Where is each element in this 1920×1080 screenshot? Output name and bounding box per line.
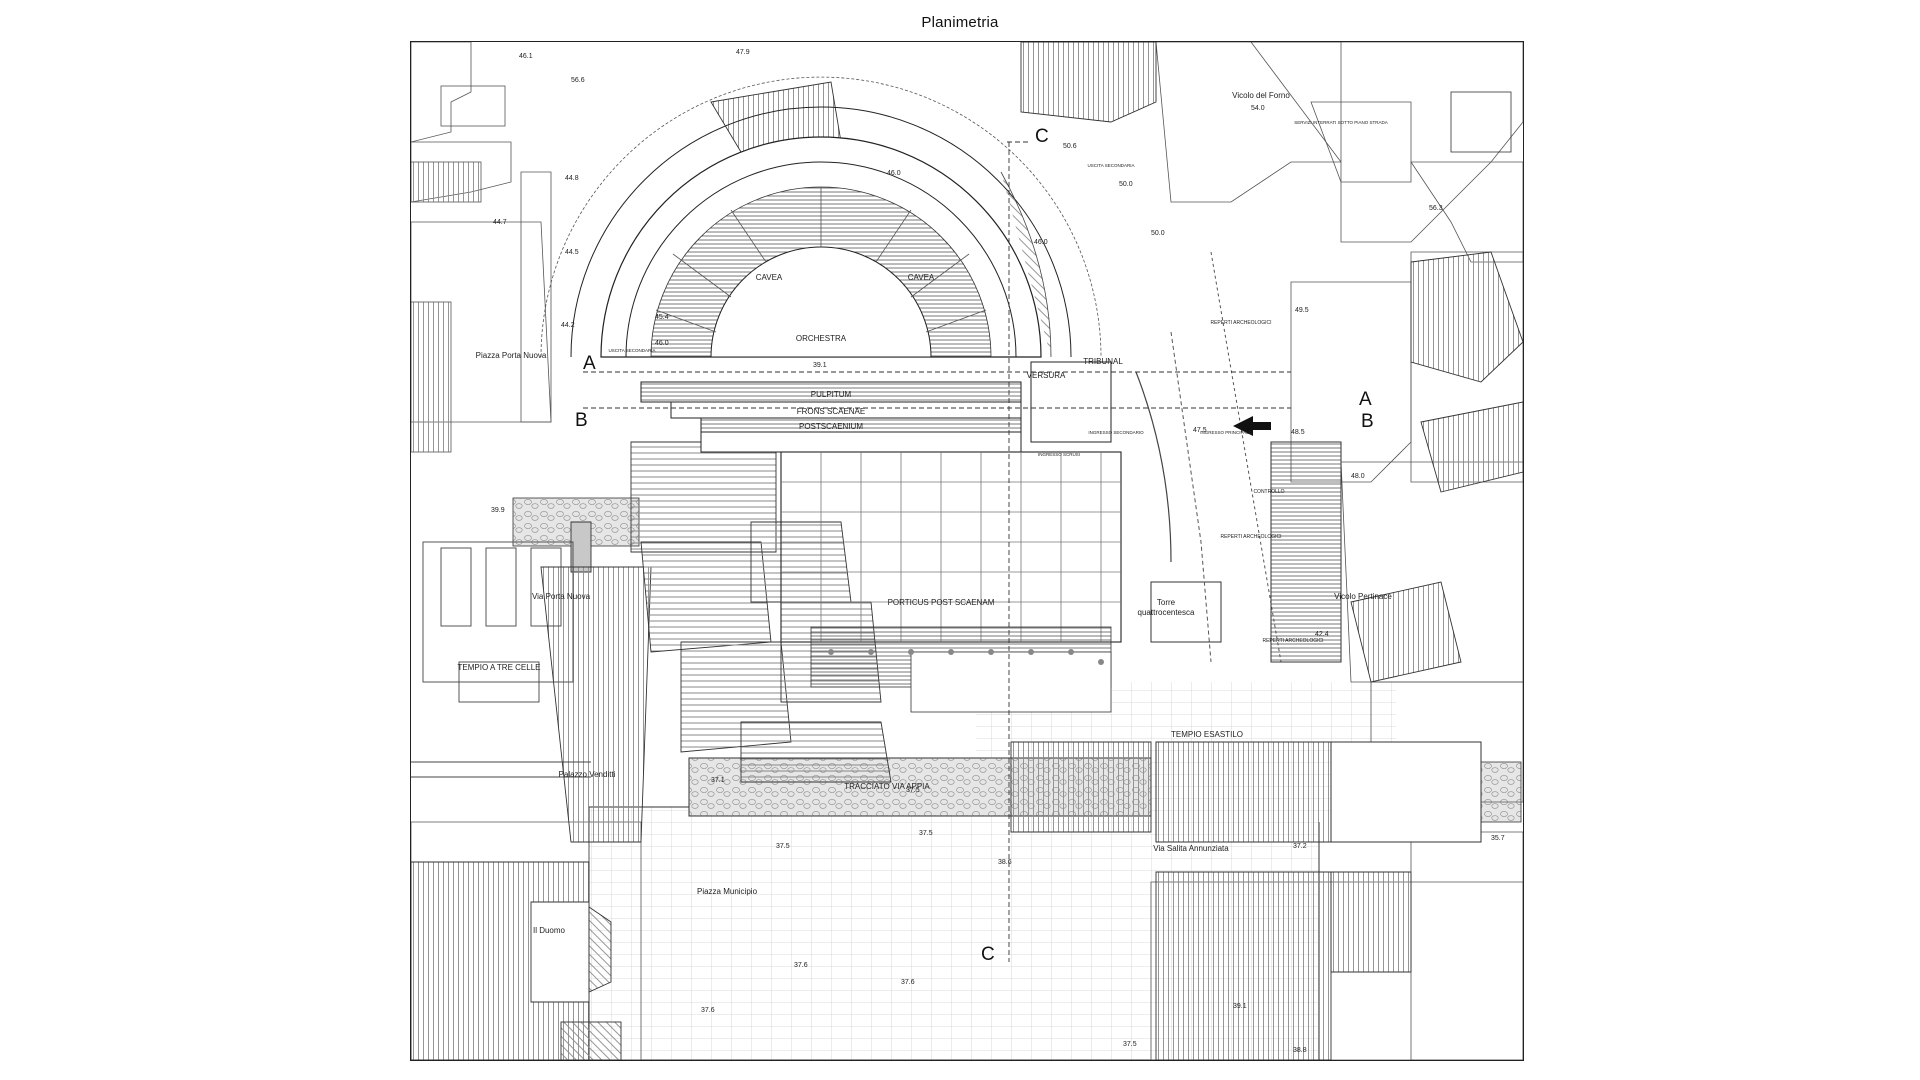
label-porticus: PORTICUS POST SCAENAM — [888, 598, 995, 607]
main-entrance-arrow — [1233, 416, 1271, 436]
label-cavea-left: CAVEA — [756, 273, 783, 282]
section-marker-b-right: B — [1361, 411, 1374, 432]
tempio-esastilo — [1135, 251, 1482, 843]
label-ingresso-principale: INGRESSO PRINCIPALE — [1200, 430, 1251, 435]
label-pulpitum: PULPITUM — [811, 390, 852, 399]
elevation: 44.7 — [493, 219, 507, 226]
elevation: 46.0 — [887, 170, 901, 177]
plan-title: Planimetria — [921, 14, 999, 31]
elevation: 35.7 — [1491, 835, 1505, 842]
label-torre-1: Torre — [1157, 598, 1176, 607]
elevation: 37.6 — [901, 979, 915, 986]
label-il-duomo: Il Duomo — [533, 926, 566, 935]
elevation: 56.6 — [571, 77, 585, 84]
elevation: 46.0 — [655, 340, 669, 347]
elevation: 37.5 — [919, 830, 933, 837]
section-markers: A A B B C C — [575, 126, 1374, 965]
elevation: 45.4 — [655, 314, 669, 321]
label-tracciato-via-appia: TRACCIATO VIA APPIA — [844, 782, 930, 791]
elevation: 56.3 — [1429, 205, 1443, 212]
elevation: 44.5 — [565, 249, 579, 256]
label-torre-2: quattrocentesca — [1138, 608, 1195, 617]
elevation: 47.9 — [736, 49, 750, 56]
label-reperti-2: REPERTI ARCHEOLOGICI — [1220, 534, 1281, 540]
section-marker-a-left: A — [583, 353, 596, 374]
elevation: 49.5 — [1295, 307, 1309, 314]
label-uscita-secondaria-1: USCITA SECONDARIA — [609, 348, 656, 353]
section-marker-c-top: C — [1035, 126, 1049, 147]
label-piazza-municipio: Piazza Municipio — [697, 887, 758, 896]
label-reperti-3: REPERTI ARCHEOLOGICI — [1262, 638, 1323, 644]
label-postscaenium: POSTSCAENIUM — [799, 422, 863, 431]
elevation: 46.1 — [519, 53, 533, 60]
label-via-salita-annunziata: Via Salita Annunziata — [1153, 844, 1229, 853]
section-marker-c-bottom: C — [981, 944, 995, 965]
elevation: 48.5 — [1291, 429, 1305, 436]
elevation: 50.0 — [1151, 230, 1165, 237]
label-ingresso-scrusi: INGRESSO SCRUSI — [1038, 452, 1080, 457]
label-tempio-esastilo: TEMPIO ESASTILO — [1171, 730, 1243, 739]
elevation: 44.8 — [565, 175, 579, 182]
elevation: 39.1 — [1233, 1003, 1247, 1010]
context-buildings — [411, 42, 1523, 1060]
elevation: 39.1 — [813, 362, 827, 369]
elevation: 50.6 — [1063, 143, 1077, 150]
label-vicolo-pertinace: Vicolo Pertinace — [1334, 592, 1392, 601]
label-reperti-1: REPERTI ARCHEOLOGICI — [1210, 320, 1271, 326]
elevation: 37.5 — [906, 787, 920, 794]
label-ingresso-secondario: INGRESSO SECONDARIO — [1088, 430, 1144, 435]
label-controllo: CONTROLLO — [1253, 489, 1284, 495]
elevation-values: 46.1 47.9 56.6 44.8 44.7 44.5 44.2 45.4 … — [491, 49, 1505, 1054]
label-palazzo-venditti: Palazzo Venditti — [559, 770, 616, 779]
elevation: 42.4 — [1315, 631, 1329, 638]
elevation: 48.0 — [1351, 473, 1365, 480]
elevation: 44.2 — [561, 322, 575, 329]
elevation: 46.0 — [1034, 239, 1048, 246]
label-tempio-a-tre-celle: TEMPIO A TRE CELLE — [458, 663, 541, 672]
label-tribunal: TRIBUNAL — [1083, 357, 1123, 366]
section-marker-b-left: B — [575, 410, 588, 431]
label-versura: VERSURA — [1027, 371, 1066, 380]
theatre-cavea — [540, 76, 1102, 358]
label-orchestra: ORCHESTRA — [796, 334, 847, 343]
elevation: 37.5 — [1123, 1041, 1137, 1048]
elevation: 37.2 — [1293, 843, 1307, 850]
site-plan-drawing: CAVEA CAVEA ORCHESTRA PULPITUM FRONS SCA… — [411, 42, 1523, 1060]
elevation: 39.9 — [491, 507, 505, 514]
label-via-porta-nuova: Via Porta Nuova — [532, 592, 591, 601]
stage-block — [640, 361, 1112, 453]
label-piazza-porta-nuova: Piazza Porta Nuova — [476, 351, 547, 360]
label-uscita-secondaria-2: USCITA SECONDARIA — [1088, 163, 1135, 168]
tempio-a-tre-celle — [411, 541, 591, 778]
elevation: 38.8 — [1293, 1047, 1307, 1054]
section-lines — [583, 141, 1291, 962]
elevation: 38.6 — [998, 859, 1012, 866]
plan-frame: CAVEA CAVEA ORCHESTRA PULPITUM FRONS SCA… — [410, 41, 1524, 1061]
porticus-grid — [780, 451, 1122, 713]
elevation: 37.6 — [701, 1007, 715, 1014]
section-marker-a-right: A — [1359, 389, 1372, 410]
elevation: 37.6 — [794, 962, 808, 969]
label-frons-scaenae: FRONS SCAENAE — [797, 407, 865, 416]
elevation: 47.5 — [1193, 427, 1207, 434]
label-servizi: SERVIZI INTERRATI SOTTO PIANO STRADA — [1294, 120, 1388, 125]
elevation: 37.1 — [711, 777, 725, 784]
elevation: 37.5 — [776, 843, 790, 850]
elevation: 50.0 — [1119, 181, 1133, 188]
elevation: 54.0 — [1251, 105, 1265, 112]
label-vicolo-del-forno: Vicolo del Forno — [1232, 91, 1290, 100]
label-cavea-right: CAVEA — [908, 273, 935, 282]
duomo — [530, 901, 622, 1060]
plan-labels: CAVEA CAVEA ORCHESTRA PULPITUM FRONS SCA… — [458, 91, 1393, 935]
